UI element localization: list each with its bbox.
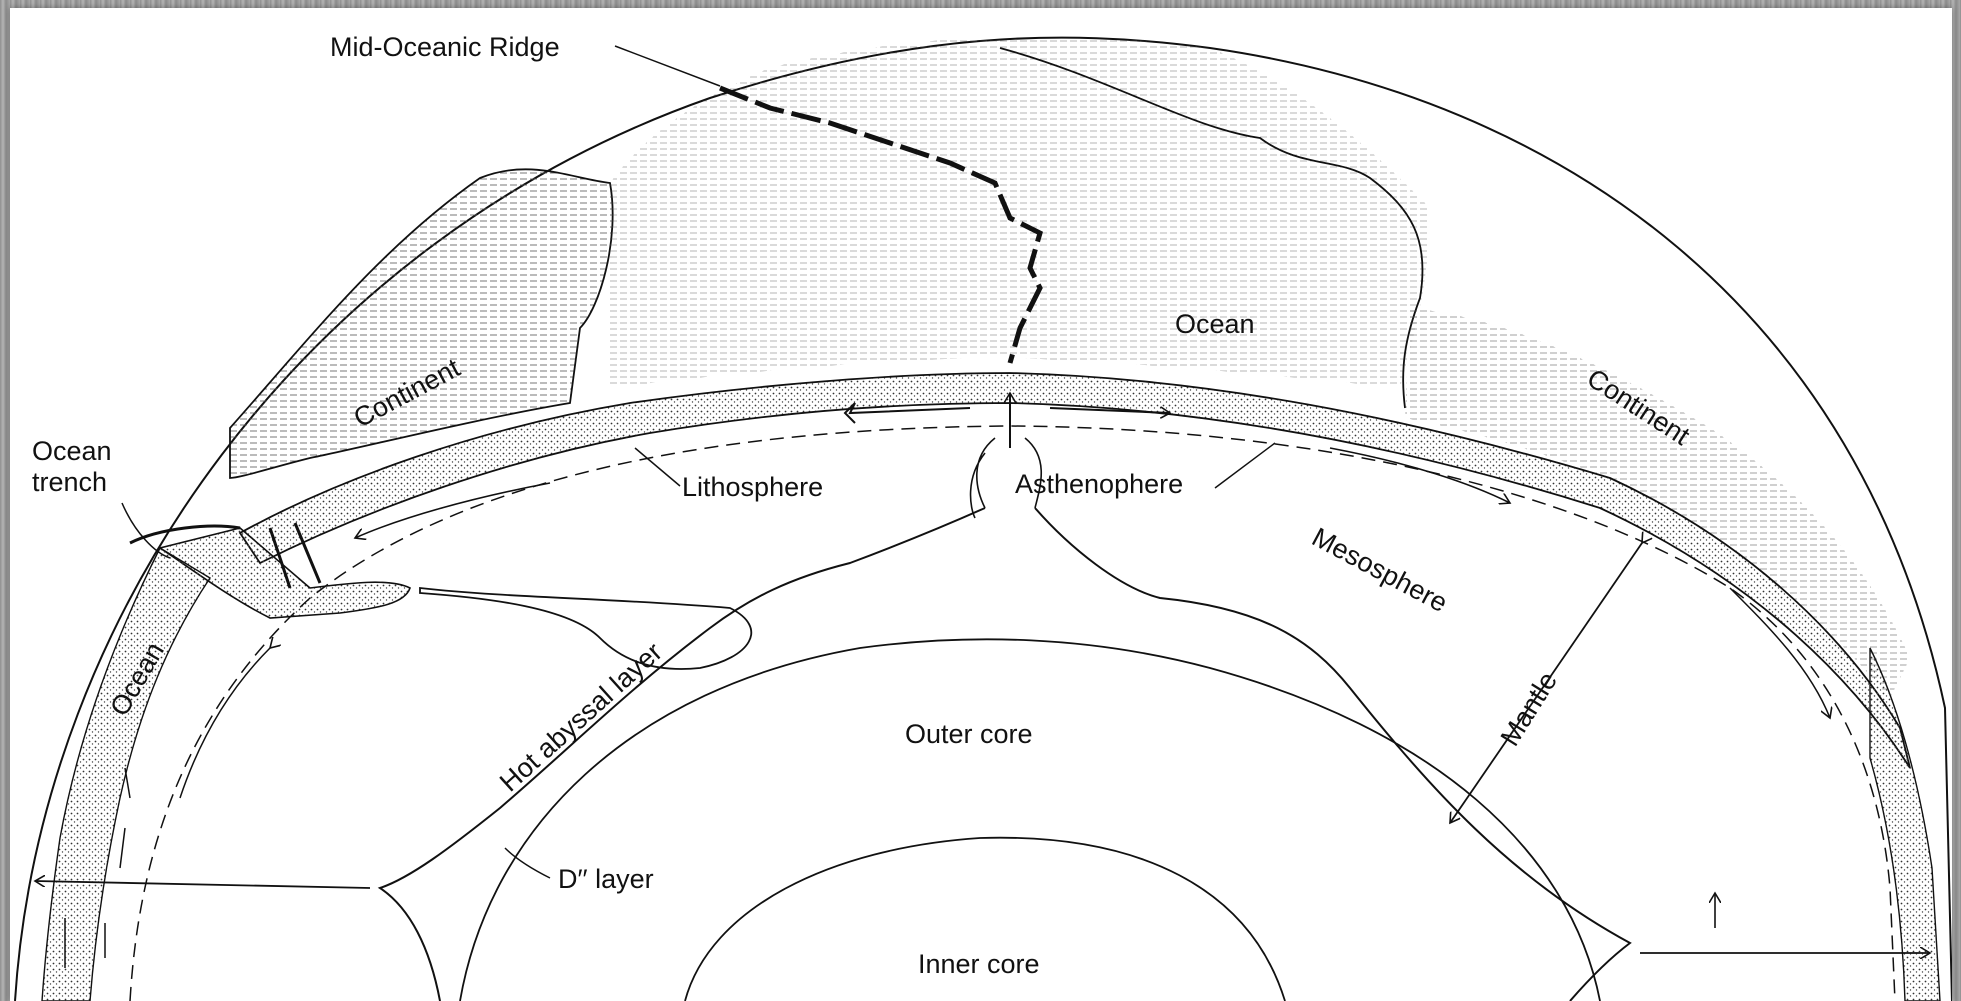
d-layer-label: D′′ layer (558, 864, 654, 894)
ocean-trench-label-line2: trench (32, 467, 107, 497)
hot-abyssal-layer-outline (380, 508, 1630, 1001)
ridge-label: Mid-Oceanic Ridge (330, 32, 560, 62)
flow-arrow-left-low (180, 648, 270, 798)
ocean-right-band (1870, 648, 1940, 1001)
asthenosphere-label: Asthenophere (1015, 469, 1183, 499)
ridge-leader-line (615, 46, 720, 86)
mesosphere-label: Mesosphere (1307, 522, 1452, 618)
inner-core-label: Inner core (918, 949, 1040, 979)
lithosphere-label: Lithosphere (682, 472, 823, 502)
earth-structure-diagram: Mid-Oceanic Ridge Continent Ocean Contin… (10, 8, 1952, 1001)
outer-core-boundary (460, 639, 1600, 1001)
hot-abyssal-layer-label: Hot abyssal layer (494, 637, 668, 798)
asthenosphere-leader-line (1215, 443, 1275, 488)
mantle-label: Mantle (1495, 667, 1563, 752)
ocean-trench-label-line1: Ocean (32, 436, 112, 466)
ocean-right-label: Ocean (1175, 309, 1255, 339)
outer-core-label: Outer core (905, 719, 1033, 749)
diagram-panel: Mid-Oceanic Ridge Continent Ocean Contin… (10, 8, 1952, 1001)
plume-blob (420, 588, 751, 669)
